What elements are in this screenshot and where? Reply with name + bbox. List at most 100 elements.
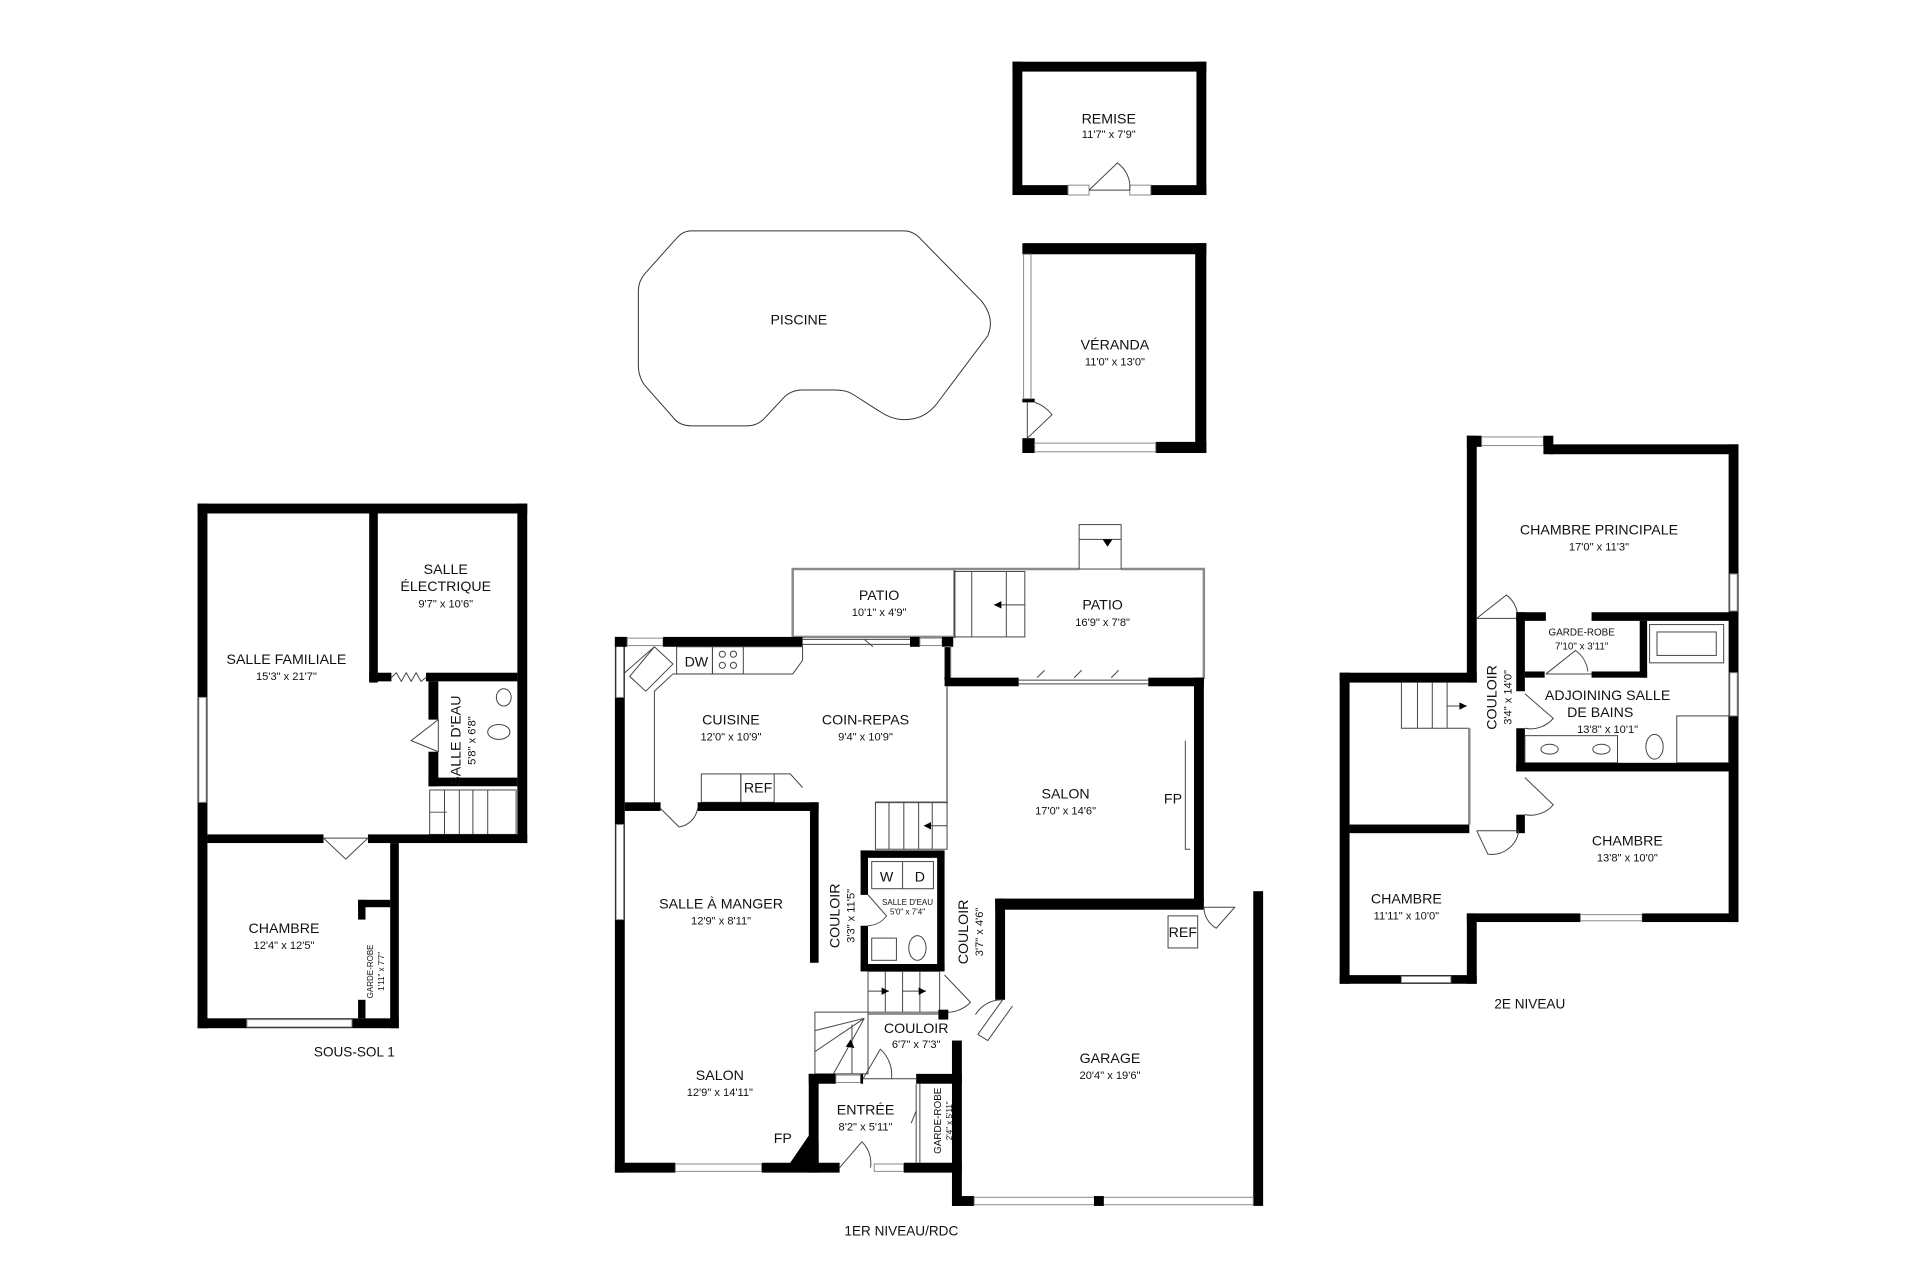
room-name: PATIO [859,588,899,604]
wall [358,899,391,908]
room-dims: 12'9" x 8'11" [691,916,751,928]
toilet-icon [908,935,927,961]
upper-floor-plan: CHAMBRE PRINCIPALE 17'0" x 11'3" GARDE-R… [1339,435,1739,1011]
room-dims: 12'9" x 14'11" [687,1087,753,1099]
door-swing-icon [1088,162,1131,191]
window [1481,436,1544,447]
wall [1642,913,1739,923]
door-swing-icon [1476,830,1520,855]
remise: REMISE 11'7" x 7'9" [1012,61,1207,196]
window [1023,253,1032,400]
wall [1516,728,1525,772]
room-name: GARDE-ROBE [1549,628,1616,639]
room-name: SALLE [424,562,468,578]
wall [808,1073,836,1084]
door-swing-icon [1524,777,1554,816]
room-dims: 12'4" x 12'5" [254,940,315,952]
wall [1012,61,1023,196]
stairs [429,789,517,835]
wall [1022,438,1035,453]
window [944,646,952,680]
stairs [953,571,1026,638]
wall [1524,671,1545,678]
room-name: CHAMBRE [249,921,320,937]
wall [909,636,920,647]
closet-door [910,1083,921,1163]
room-name: GARDE-ROBE [366,944,375,998]
room-dims: 1'11" x 7'7" [377,952,386,991]
room-dims: 8'2" x 5'11" [839,1122,893,1134]
room-dims: 10'1" x 4'9" [852,607,907,619]
window [1579,914,1643,922]
room-dims: 20'4" x 19'6" [1080,1070,1141,1082]
room-name: PATIO [1082,598,1122,614]
door-swing-icon [322,837,370,860]
garage-door [973,1196,1254,1206]
wall [428,777,518,787]
counter [700,773,742,803]
wall [995,898,1006,1000]
window [1729,672,1738,717]
room-name: ÉLECTRIQUE [400,578,491,595]
window [674,1163,763,1172]
room-dims: 12'0" x 10'9" [700,732,761,744]
wall [951,1196,975,1206]
door-swing-icon [1026,401,1053,440]
step [1078,524,1122,570]
door-swing-icon [839,1141,872,1168]
stairs [1400,682,1470,729]
counter [653,646,804,803]
room-name: SALLE FAMILIALE [227,652,347,668]
room-dims: 3'4" x 14'0" [1502,670,1514,725]
wall [1466,913,1581,923]
refrigerator-label: REF [1169,925,1198,941]
window [1729,573,1738,612]
wall [367,834,528,844]
stairs [874,801,948,850]
wall [1516,814,1525,834]
wall [1549,444,1739,455]
room-dims: 11'7" x 7'9" [1082,129,1136,141]
room-name: SALON [1042,787,1090,803]
wall [916,1073,962,1084]
room-dims: 7'10" x 3'11" [1555,641,1609,652]
room-name: COULOIR [884,1021,949,1037]
room-name: PISCINE [770,313,827,329]
wall [1516,612,1546,621]
wall [1193,677,1204,902]
room-name: COULOIR [1484,665,1500,730]
wall [860,1073,864,1084]
wall [1591,671,1648,678]
wall [197,503,528,514]
room-dims: 13'8" x 10'0" [1597,853,1658,865]
room-dims: 11'11" x 10'0" [1374,911,1440,923]
wall [1148,677,1204,687]
wall [1591,612,1739,621]
vanity [1524,735,1618,764]
wall [425,672,518,682]
pool-outline [637,230,991,427]
wall [808,1073,819,1173]
window [198,696,207,803]
partition [875,686,948,804]
wall [1022,243,1207,255]
room-name: CHAMBRE [1371,892,1442,908]
door-swing-icon [410,718,439,753]
wall [390,843,399,1029]
door-swing-icon [660,808,699,828]
fireplace-icon [1184,740,1191,850]
wall [614,636,628,647]
window [1034,442,1157,453]
window [919,637,943,647]
wall [369,513,378,683]
wall [1253,891,1264,1206]
stairs [814,1011,869,1075]
room-dims: 3'7" x 4'6" [974,908,986,957]
room-name: GARAGE [1080,1051,1141,1067]
electrical-panel-icon [391,671,427,683]
wall [428,751,439,787]
window [1067,184,1090,196]
room-dims: 3'3" x 11'5" [845,889,857,943]
wall [938,1009,949,1020]
